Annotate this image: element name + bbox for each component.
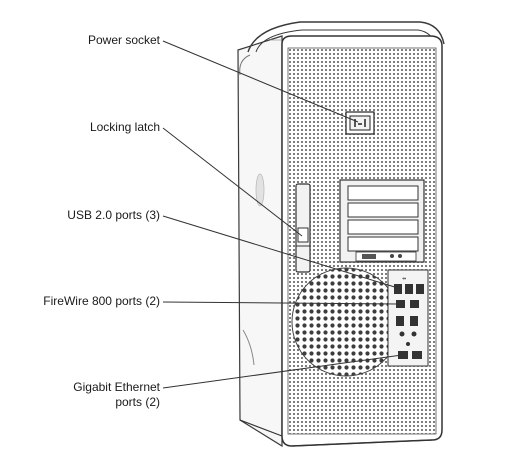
leader-firewire [162,301,398,305]
callout-power-socket: Power socket [87,33,160,47]
callout-firewire-ports: FireWire 800 ports (2) [43,294,160,308]
power-socket [345,111,375,135]
ethernet-ports [398,351,422,359]
callout-usb-ports: USB 2.0 ports (3) [67,208,160,222]
tower-side [237,35,283,448]
rear-fan-grille [291,267,401,377]
leader-lines [162,40,403,389]
leader-latch [162,127,303,237]
firewire-ports [396,300,419,308]
io-port-panel: ⇴ [387,269,429,367]
usb-ports: ⇴ [394,276,424,294]
audio-ports [396,316,418,346]
leader-ethernet [162,354,403,389]
tower-base [239,419,433,447]
leader-power [162,40,359,123]
locking-latch [295,183,311,273]
callout-ethernet-ports: Gigabit Ethernet ports (2) [73,380,160,409]
pci-slots [339,179,425,263]
leader-usb [162,215,399,289]
svg-text:⇴: ⇴ [402,276,406,282]
callout-locking-latch: Locking latch [89,120,160,134]
